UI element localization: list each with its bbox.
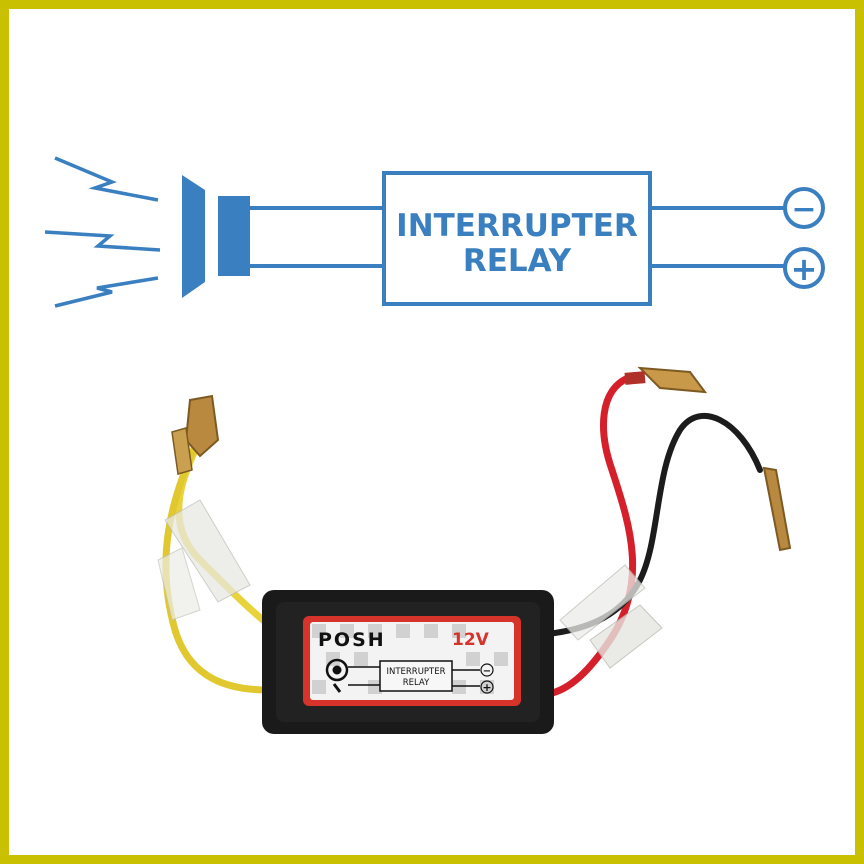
relay-label-box xyxy=(379,660,453,692)
diagram-minus-symbol: − xyxy=(791,192,816,227)
relay-label-plus-symbol: + xyxy=(482,681,491,694)
diagram-minus-terminal xyxy=(783,187,825,229)
horn-cone xyxy=(182,175,205,298)
relay-voltage: 12V xyxy=(452,630,490,650)
red-wire-sleeve xyxy=(589,604,663,669)
hologram-pattern xyxy=(312,624,508,694)
black-wire-connector xyxy=(762,466,792,552)
relay-product-photo: POSH 12V INTERRUPTER RELAY − + xyxy=(157,366,792,734)
relay-label-minus-symbol: − xyxy=(483,666,491,677)
wiring-diagram xyxy=(44,156,825,308)
diagram-plus-symbol: + xyxy=(791,250,818,288)
sound-wave-bottom xyxy=(54,276,159,308)
red-wire-connector xyxy=(637,366,708,394)
yellow-wire-lower xyxy=(162,436,272,694)
sound-wave-middle xyxy=(44,230,161,252)
yellow-wire-sleeve-2 xyxy=(157,547,201,621)
black-wire xyxy=(545,412,763,637)
red-wire-crimp xyxy=(624,371,646,385)
red-wire xyxy=(544,374,637,698)
relay-label-text-line2: RELAY xyxy=(403,678,430,688)
diagram-relay-box xyxy=(382,171,652,306)
diagram-relay-label-line1: INTERRUPTER xyxy=(396,208,638,244)
relay-horn-icon xyxy=(325,658,349,693)
sound-wave-icon xyxy=(44,156,161,308)
horn-icon xyxy=(182,175,250,298)
relay-brand: POSH xyxy=(318,629,386,651)
yellow-wire-connector-2 xyxy=(171,427,193,475)
diagram-relay-label-line2: RELAY xyxy=(463,243,572,279)
yellow-wire-sleeve xyxy=(164,499,251,603)
relay-label-plus-terminal xyxy=(480,680,494,694)
diagram-plus-terminal xyxy=(783,247,825,289)
sound-wave-top xyxy=(54,156,159,202)
relay-label-text-line1: INTERRUPTER xyxy=(386,667,445,677)
relay-label-minus-terminal xyxy=(480,663,494,677)
yellow-wire-connector xyxy=(184,394,220,458)
black-wire-sleeve xyxy=(559,564,646,641)
horn-driver xyxy=(218,196,250,276)
